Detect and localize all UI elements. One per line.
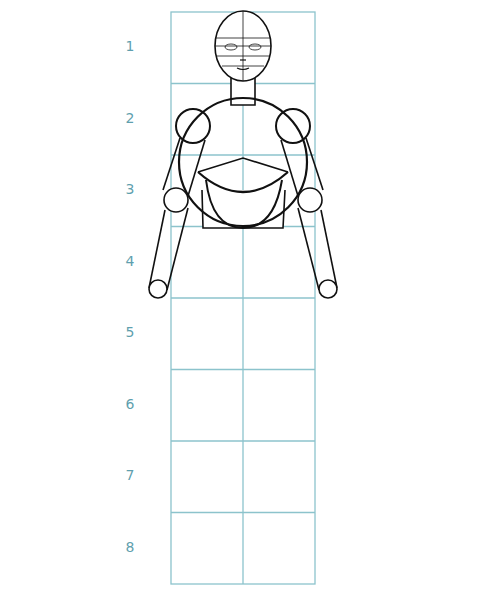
grid-line — [171, 297, 315, 298]
grid-line — [171, 512, 315, 513]
elbow-joint — [164, 188, 188, 212]
shoulder-joint — [276, 109, 310, 143]
abdomen — [206, 180, 282, 228]
face-guide — [217, 56, 269, 57]
upper-arm — [306, 138, 323, 190]
head — [215, 11, 271, 81]
grid-line — [171, 369, 315, 370]
upper-arm — [163, 138, 180, 190]
row-number: 2 — [120, 110, 140, 126]
face-guide — [215, 46, 271, 47]
face-guide — [222, 66, 264, 67]
forearm — [321, 210, 337, 288]
mannequin — [149, 11, 337, 298]
forearm — [149, 210, 165, 288]
nose — [240, 59, 246, 60]
forearm — [167, 208, 188, 290]
row-number: 4 — [120, 253, 140, 269]
face-guide — [216, 38, 270, 39]
grid-line — [171, 440, 315, 441]
neck — [231, 78, 255, 105]
chest-circle — [179, 98, 307, 226]
proportion-grid — [171, 12, 315, 584]
grid-line — [171, 154, 315, 155]
row-number: 7 — [120, 467, 140, 483]
rib-cage — [198, 172, 288, 192]
wrist-joint — [149, 280, 167, 298]
row-number: 5 — [120, 324, 140, 340]
row-number: 8 — [120, 539, 140, 555]
elbow-joint — [298, 188, 322, 212]
rib-line — [198, 158, 288, 172]
upper-arm — [281, 140, 298, 196]
row-number: 3 — [120, 181, 140, 197]
upper-arm — [188, 140, 205, 196]
mouth — [237, 68, 249, 70]
forearm — [298, 208, 319, 290]
wrist-joint — [319, 280, 337, 298]
eye — [249, 44, 261, 50]
row-number: 6 — [120, 396, 140, 412]
grid-frame — [171, 12, 315, 584]
row-number: 1 — [120, 38, 140, 54]
shoulder-joint — [176, 109, 210, 143]
face-guides — [215, 11, 271, 81]
eye — [225, 44, 237, 50]
